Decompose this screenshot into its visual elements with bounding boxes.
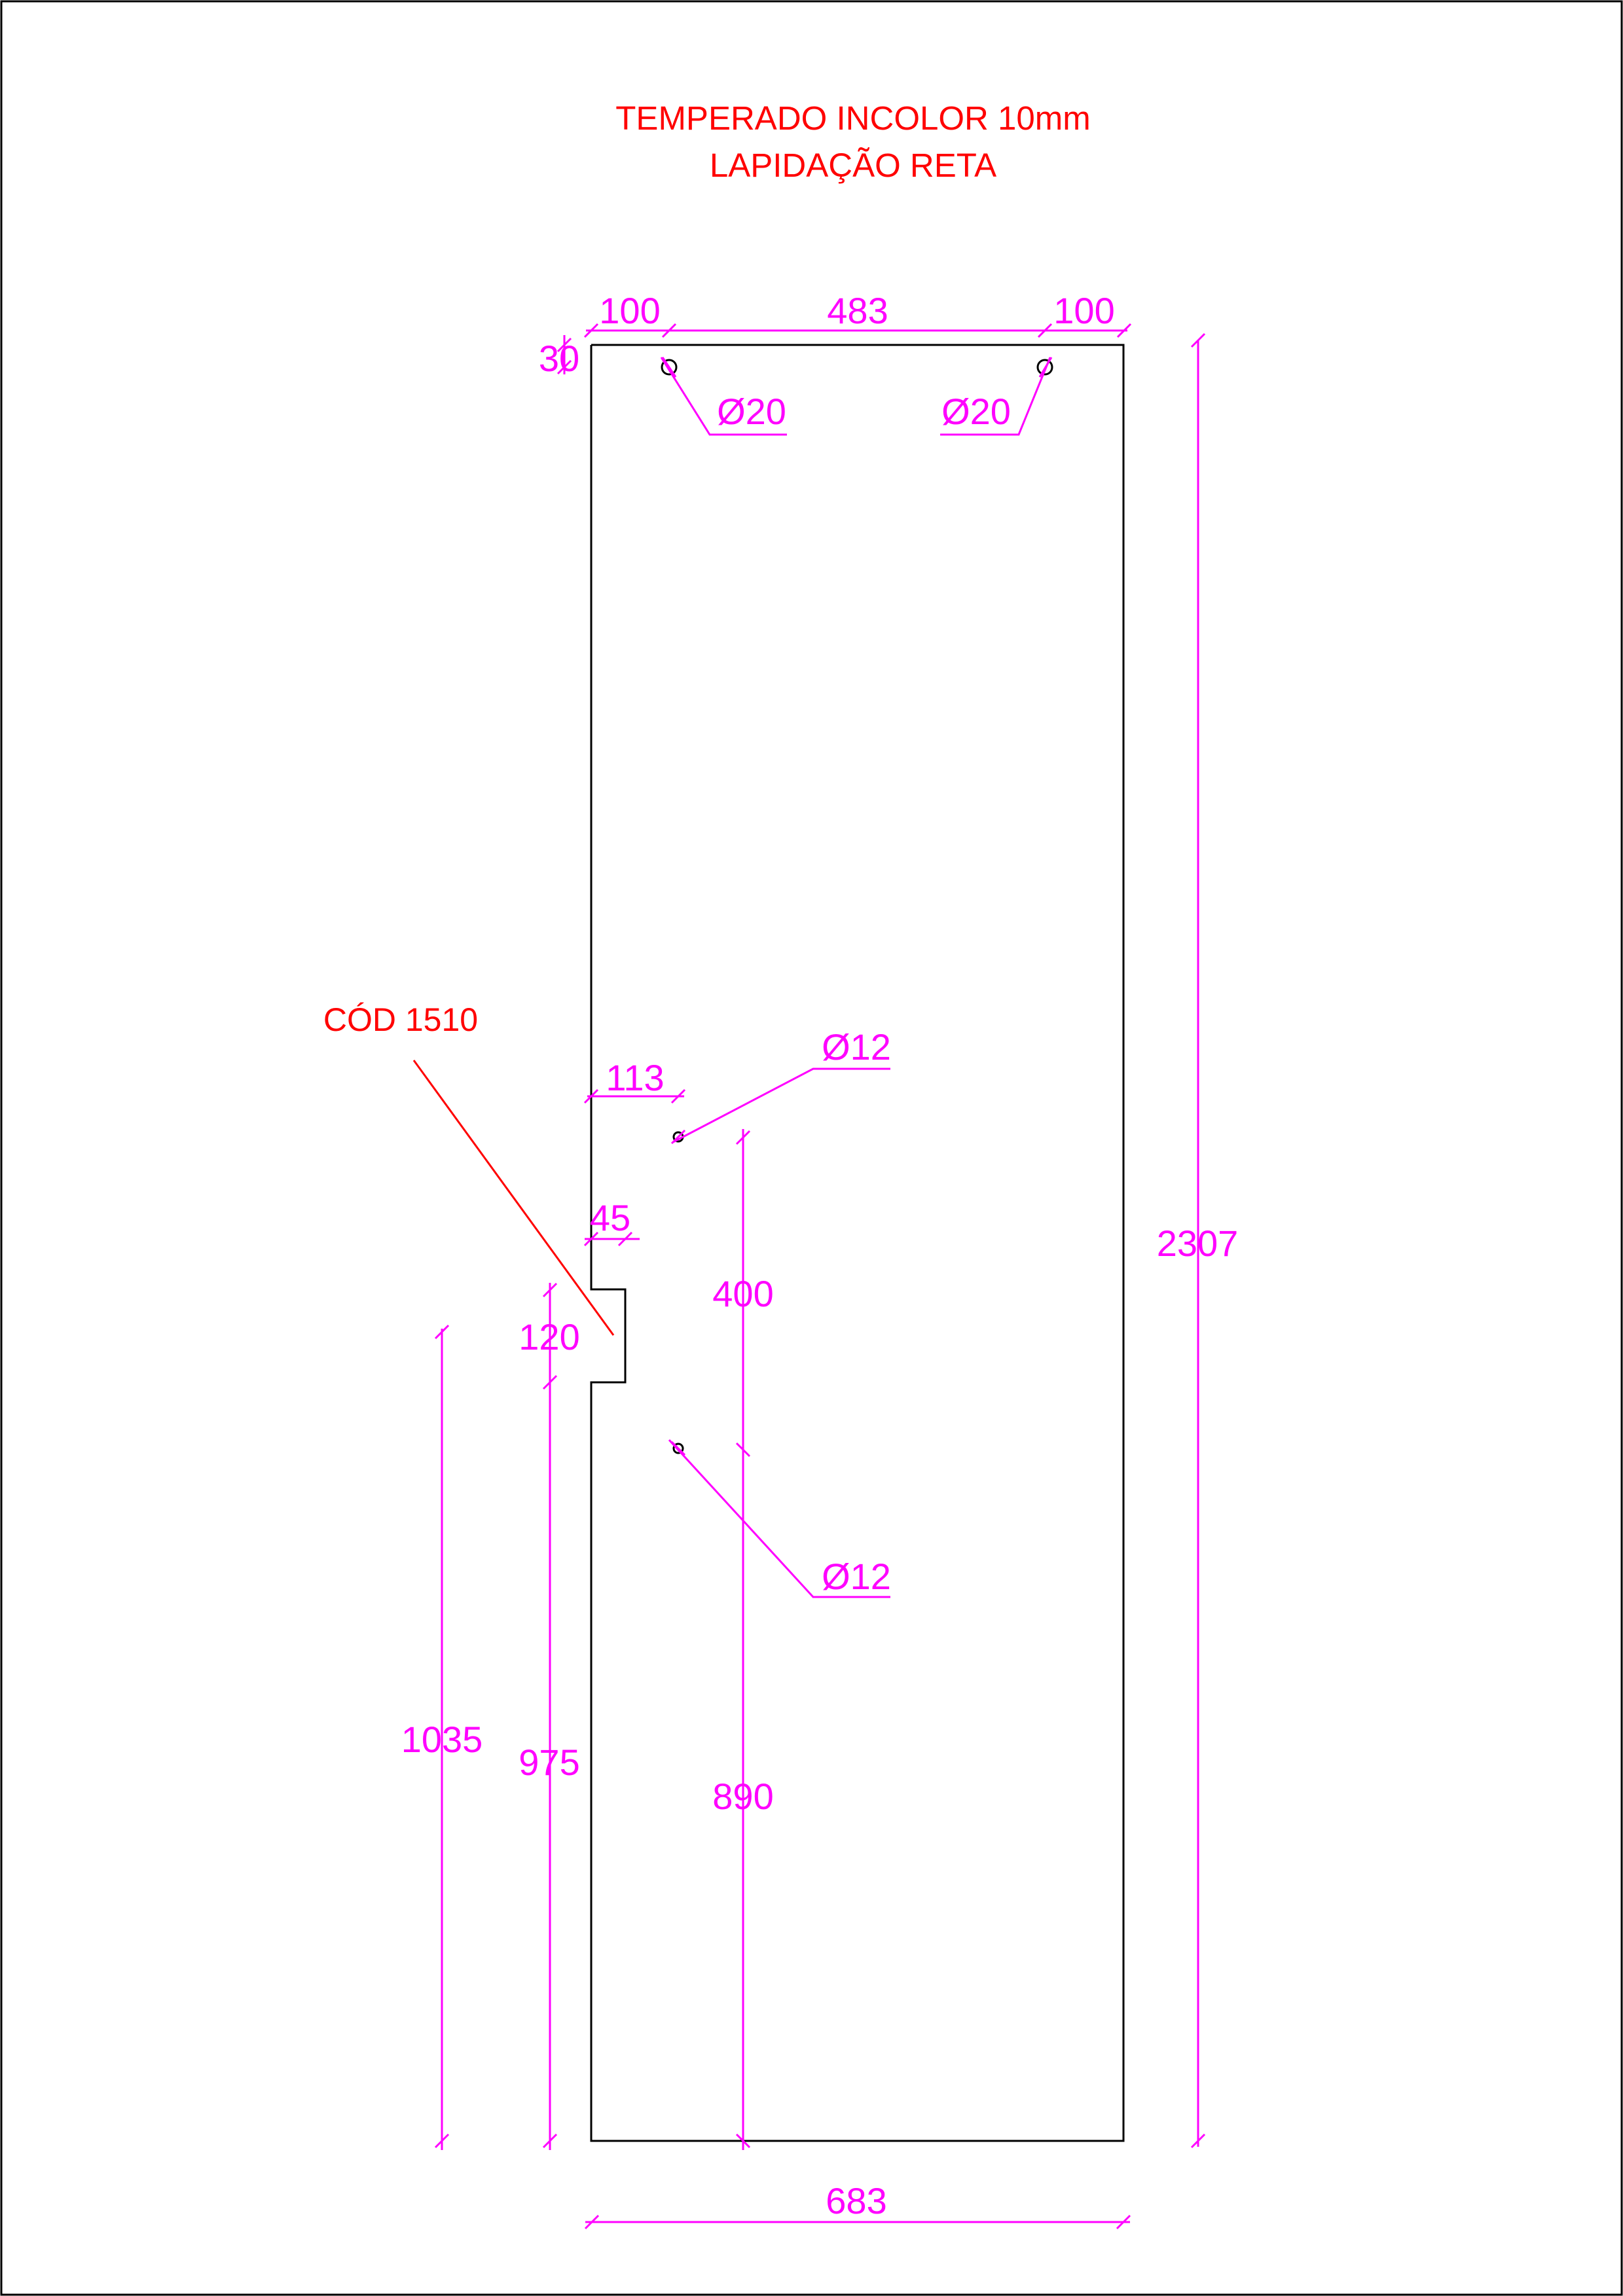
side-hole-height-tick-2 <box>735 1442 751 1458</box>
side-hole-height-tick-1 <box>735 1130 751 1145</box>
dim-side-hole-height: 890 <box>712 1776 773 1817</box>
dim-top-hole-right-diameter: Ø20 <box>941 391 1011 432</box>
top-dim-tick-4 <box>1116 323 1132 338</box>
top-hole-right <box>1036 359 1053 376</box>
notch-depth-tick-right <box>617 1231 633 1247</box>
top-dim-tick-1 <box>583 323 599 338</box>
dim-notch-bottom-height: 975 <box>519 1742 579 1783</box>
dim-notch-depth: 45 <box>590 1197 630 1238</box>
notch-height-tick-1 <box>542 1282 558 1298</box>
dim-notch-top-height: 1035 <box>401 1719 483 1760</box>
title-edge-finish: LAPIDAÇÃO RETA <box>710 147 996 184</box>
total-height-tick-bottom <box>1190 2133 1206 2149</box>
dim-top-hole-spacing: 483 <box>827 290 888 331</box>
total-width-tick-right <box>1116 2214 1131 2230</box>
dim-side-hole-lower-diameter: Ø12 <box>822 1556 891 1597</box>
dim-side-hole-spacing: 400 <box>712 1273 773 1314</box>
title-glass-type: TEMPERADO INCOLOR 10mm <box>615 99 1090 137</box>
total-height-tick-top <box>1190 332 1206 348</box>
side-hole-offset-tick-left <box>583 1088 599 1104</box>
hole-edge-dim-tick-2 <box>556 359 572 375</box>
top-hole-left <box>661 359 678 376</box>
total-width-tick-left <box>584 2214 600 2230</box>
notch-top-height-tick-1 <box>434 1324 450 1340</box>
part-code-leader <box>412 1060 615 1336</box>
dim-top-left-offset: 100 <box>599 290 660 331</box>
notch-height-tick-3 <box>542 2133 558 2149</box>
dim-top-hole-from-edge: 30 <box>539 338 579 379</box>
dim-top-right-offset: 100 <box>1053 290 1114 331</box>
top-hole-right-tick <box>1038 357 1053 378</box>
side-hole-lower <box>672 1443 684 1454</box>
side-hole-height-tick-3 <box>735 2133 751 2149</box>
part-code-label: CÓD 1510 <box>323 1001 478 1038</box>
dim-side-hole-upper-diameter: Ø12 <box>822 1026 891 1067</box>
dim-top-hole-left-diameter: Ø20 <box>717 391 786 432</box>
side-hole-lower-tick <box>670 1441 686 1456</box>
top-hole-right-leader <box>940 357 1051 436</box>
notch-height-tick-2 <box>542 1374 558 1390</box>
side-hole-lower-leader <box>668 1439 890 1598</box>
glass-panel-outline <box>590 344 1125 2142</box>
dim-side-hole-offset: 113 <box>606 1057 664 1098</box>
top-dim-tick-3 <box>1037 323 1053 338</box>
side-hole-upper-tick <box>670 1129 686 1145</box>
top-dim-tick-2 <box>661 323 677 338</box>
side-hole-upper-leader <box>672 1067 890 1143</box>
hole-edge-dim-tick-1 <box>556 337 572 353</box>
notch-top-height-tick-2 <box>434 2133 450 2149</box>
side-hole-offset-tick-right <box>670 1088 686 1104</box>
dim-height-total: 2307 <box>1157 1223 1239 1264</box>
top-hole-left-leader <box>660 357 787 436</box>
dim-width-total: 683 <box>826 2180 886 2221</box>
notch-depth-tick-left <box>583 1231 599 1247</box>
top-hole-left-tick <box>661 357 677 378</box>
dim-notch-height: 120 <box>519 1316 579 1357</box>
